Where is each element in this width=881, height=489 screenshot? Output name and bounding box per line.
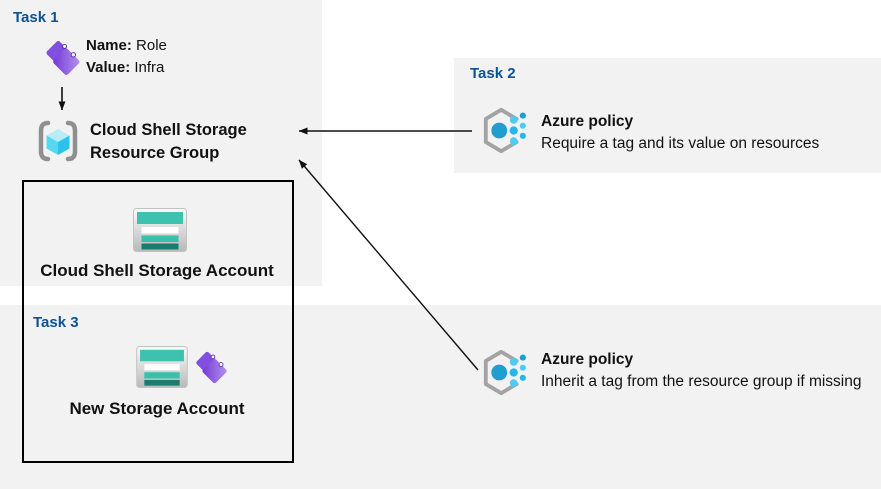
tag-value-line: Value: Infra [86,57,167,79]
resource-group-icon [34,118,82,164]
require-policy-title: Azure policy [541,113,634,130]
tag-name-label: Name: [86,37,132,54]
tag-value-value: Infra [134,59,165,76]
tag-name-value-text: Name: Role Value: Infra [86,35,167,79]
inherit-policy-text: Azure policy Inherit a tag from the reso… [541,349,881,393]
new-storage-account-label: New Storage Account [69,399,245,418]
require-policy-description: Require a tag and its value on resources [541,135,820,152]
resource-group-title-line2: Resource Group [90,144,220,162]
azure-policy-icon [480,349,532,396]
inherit-policy-title: Azure policy [541,351,634,368]
require-policy-text: Azure policy Require a tag and its value… [541,111,881,155]
azure-policy-icon [480,107,532,154]
tag-name-line: Name: Role [86,35,167,57]
task2-label: Task 2 [470,65,516,82]
inherit-policy-description: Inherit a tag from the resource group if… [541,373,862,390]
resource-group-outline-box [22,180,294,463]
cloud-shell-storage-account-label: Cloud Shell Storage Account [40,261,274,280]
task3-label: Task 3 [33,314,79,331]
tag-icon [44,38,82,79]
resource-group-title-line1: Cloud Shell Storage [90,121,247,139]
storage-account-icon [133,208,187,252]
task1-label: Task 1 [13,9,59,26]
storage-account-icon [136,346,188,388]
tag-value-label: Value: [86,59,131,76]
tag-name-value: Role [136,37,167,54]
resource-group-title: Cloud Shell Storage Resource Group [90,119,247,165]
tag-icon [194,349,229,387]
